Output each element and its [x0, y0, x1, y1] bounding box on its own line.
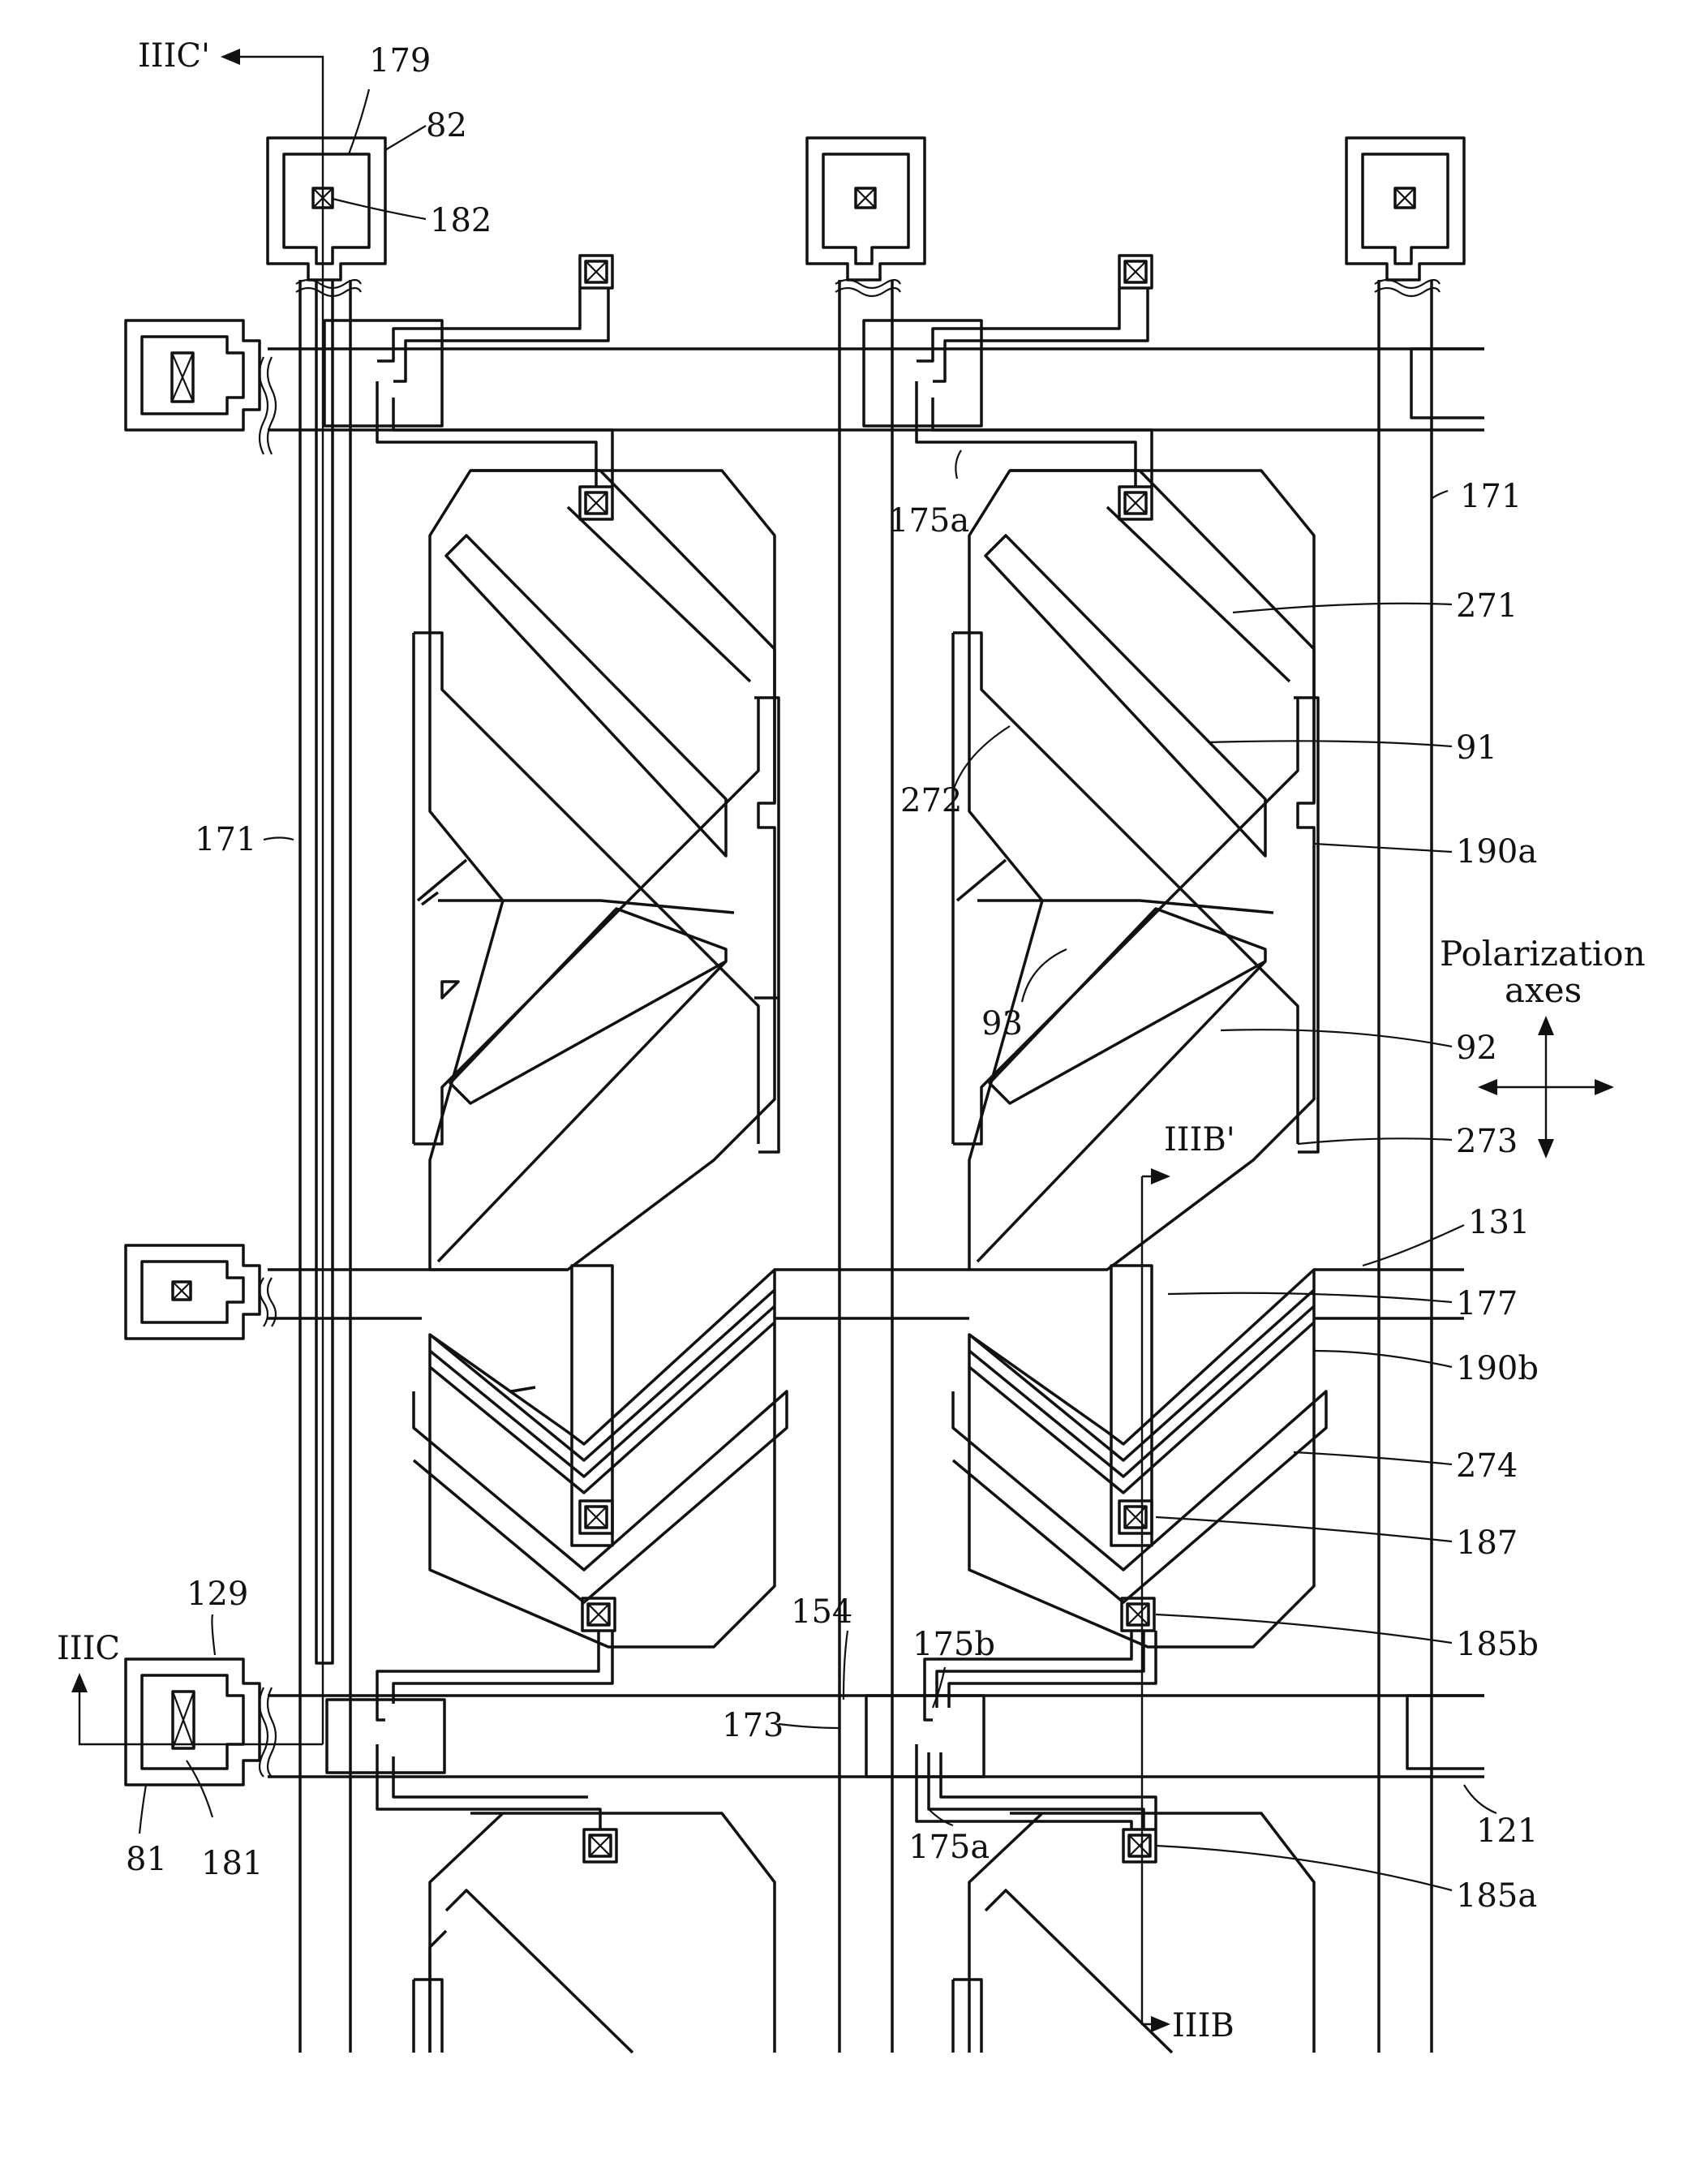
label-iiic: IIIC: [57, 1630, 120, 1667]
data-pad-middle: [807, 138, 925, 280]
label-93: 93: [981, 1005, 1023, 1043]
polarization-title-line1: Polarization: [1440, 934, 1646, 974]
label-273: 273: [1456, 1123, 1518, 1160]
label-187: 187: [1456, 1524, 1518, 1562]
label-272: 272: [900, 782, 962, 819]
break-marks: [260, 280, 1440, 1777]
label-177: 177: [1456, 1285, 1518, 1322]
label-iiib-prime: IIIB': [1164, 1121, 1235, 1159]
label-91: 91: [1456, 729, 1497, 767]
label-190b: 190b: [1456, 1350, 1539, 1387]
polarization-title-line2: axes: [1505, 970, 1582, 1010]
gate-line-bottom: [126, 1659, 1484, 1785]
label-154: 154: [791, 1593, 852, 1631]
label-iiic-prime: IIIC': [138, 37, 210, 75]
pixel-right: [953, 471, 1326, 1647]
label-171-left: 171: [195, 821, 256, 858]
label-171-right: 171: [1460, 478, 1522, 515]
label-175b: 175b: [912, 1626, 995, 1663]
drain-leads: [377, 256, 1156, 1862]
data-lines-171: [300, 280, 1432, 2053]
label-131: 131: [1468, 1204, 1530, 1241]
gate-line-top: [126, 320, 1484, 430]
label-271: 271: [1456, 587, 1518, 625]
section-line-iiib: [1142, 1168, 1170, 2032]
data-pad-right: [1346, 138, 1464, 280]
label-175a-top: 175a: [888, 502, 969, 540]
label-82: 82: [426, 107, 467, 144]
label-185b: 185b: [1456, 1626, 1539, 1663]
label-190a: 190a: [1456, 833, 1537, 871]
label-175a-bottom: 175a: [908, 1829, 990, 1866]
label-274: 274: [1456, 1447, 1518, 1485]
label-81: 81: [126, 1841, 167, 1878]
label-185a: 185a: [1456, 1877, 1537, 1915]
label-121: 121: [1476, 1812, 1538, 1850]
section-line-iiic: [71, 49, 323, 1744]
label-173: 173: [722, 1707, 784, 1744]
data-pad-82: [268, 138, 385, 280]
label-182: 182: [430, 202, 492, 239]
storage-line-131: [126, 1245, 1464, 1339]
label-92: 92: [1456, 1030, 1497, 1067]
pixel-left: [414, 471, 787, 1647]
label-179: 179: [369, 42, 431, 80]
label-129: 129: [187, 1576, 248, 1613]
label-iiib: IIIB: [1172, 2007, 1234, 2044]
label-181: 181: [201, 1845, 263, 1882]
